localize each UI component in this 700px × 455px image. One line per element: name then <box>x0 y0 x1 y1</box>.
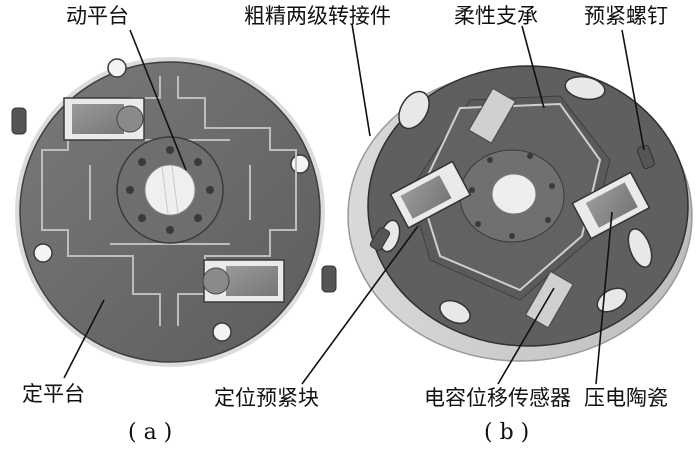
leader-preload-block <box>301 225 419 385</box>
slots-b <box>379 75 653 325</box>
leader-fixed-platform <box>63 299 105 379</box>
caption-a: ( a ) <box>128 420 173 445</box>
leader-sensor <box>497 287 555 385</box>
leader-piezo <box>595 211 613 385</box>
moving-platform-drawing <box>116 136 224 244</box>
label-positioning-preload-block: 定位预紧块 <box>214 386 319 410</box>
mounting-holes-a <box>33 58 310 342</box>
label-moving-platform: 动平台 <box>66 4 129 28</box>
leader-screw <box>621 29 645 151</box>
piezo-actuators-a <box>63 97 285 303</box>
leader-moving-platform <box>129 29 187 171</box>
leader-lines <box>63 23 645 385</box>
leader-flexure <box>521 25 545 109</box>
label-piezo-ceramic: 压电陶瓷 <box>584 386 668 410</box>
actuators-b <box>389 87 651 329</box>
caption-b: ( b ) <box>484 420 530 445</box>
label-capacitive-sensor: 电容位移传感器 <box>424 386 571 410</box>
label-flexure-support: 柔性支承 <box>454 4 538 28</box>
screws-b <box>369 144 656 251</box>
leader-adapter <box>351 23 371 137</box>
side-bolts-a <box>11 107 337 293</box>
label-preload-screw: 预紧螺钉 <box>584 4 668 28</box>
center-boss-b <box>459 149 565 243</box>
label-coarse-fine-adapter: 粗精两级转接件 <box>244 4 391 28</box>
label-fixed-platform: 定平台 <box>22 382 85 406</box>
